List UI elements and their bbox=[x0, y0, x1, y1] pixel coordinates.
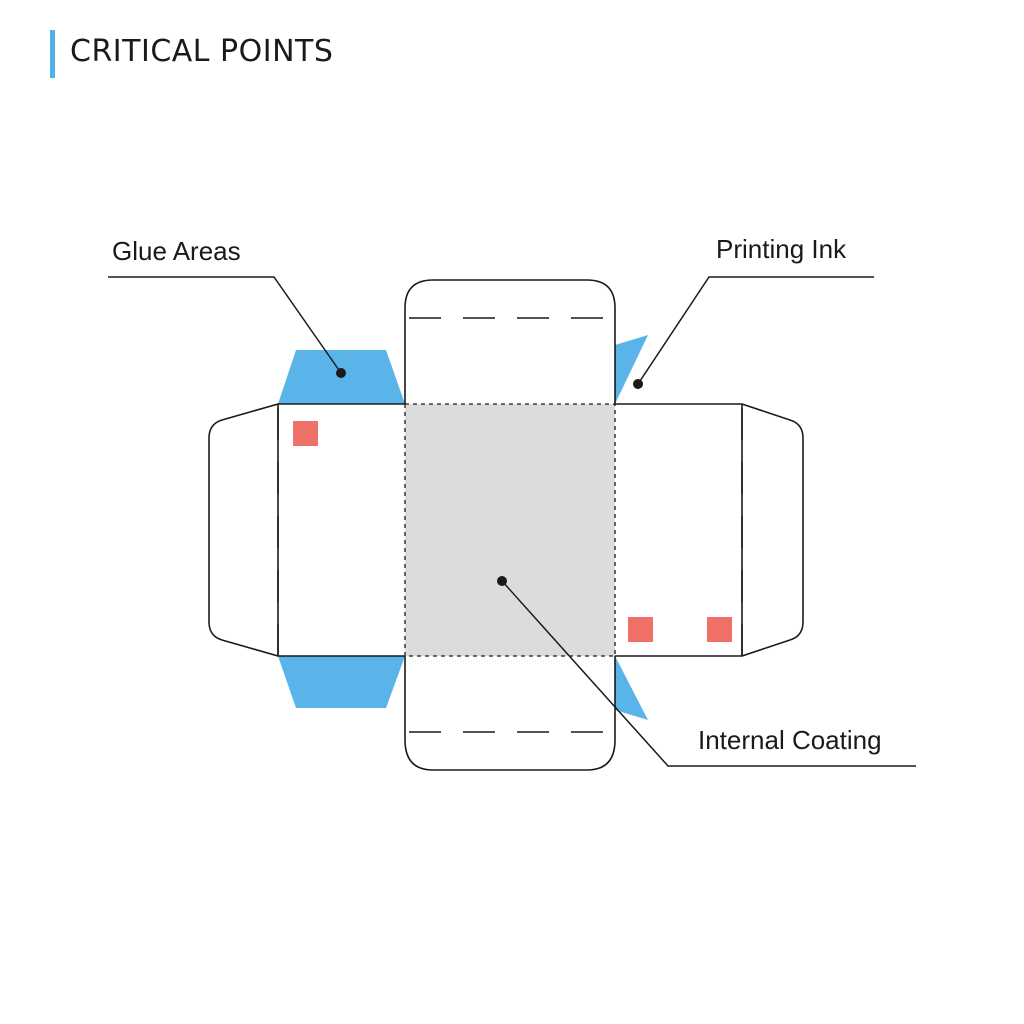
glue-areas-leader-dot bbox=[336, 368, 346, 378]
printing-ink-leader-dot bbox=[633, 379, 643, 389]
internal-coating-leader-dot bbox=[497, 576, 507, 586]
right-end-flap bbox=[741, 403, 804, 657]
internal-coating-label: Internal Coating bbox=[698, 725, 882, 755]
left-end-flap bbox=[208, 403, 279, 657]
ink-mark-right-2 bbox=[707, 617, 732, 642]
internal-coating-leader-line bbox=[501, 580, 916, 767]
glue-areas-leader-line bbox=[108, 276, 342, 374]
printing-ink-label: Printing Ink bbox=[716, 234, 847, 264]
printing-ink-leader-line bbox=[637, 276, 874, 385]
bottom-tuck-flap bbox=[404, 656, 616, 771]
ink-mark-right-1 bbox=[628, 617, 653, 642]
glue-areas-label: Glue Areas bbox=[112, 236, 241, 266]
ink-mark-left bbox=[293, 421, 318, 446]
glue-flap-top-right bbox=[615, 335, 648, 404]
glue-flap-bottom-left bbox=[278, 656, 405, 708]
internal-coating-panel bbox=[405, 404, 615, 656]
top-tuck-flap bbox=[404, 279, 616, 404]
page-title: CRITICAL POINTS bbox=[70, 34, 334, 69]
central-fold-lines bbox=[404, 403, 616, 657]
title-accent-bar bbox=[50, 30, 55, 78]
glue-flap-bottom-right bbox=[615, 656, 648, 720]
